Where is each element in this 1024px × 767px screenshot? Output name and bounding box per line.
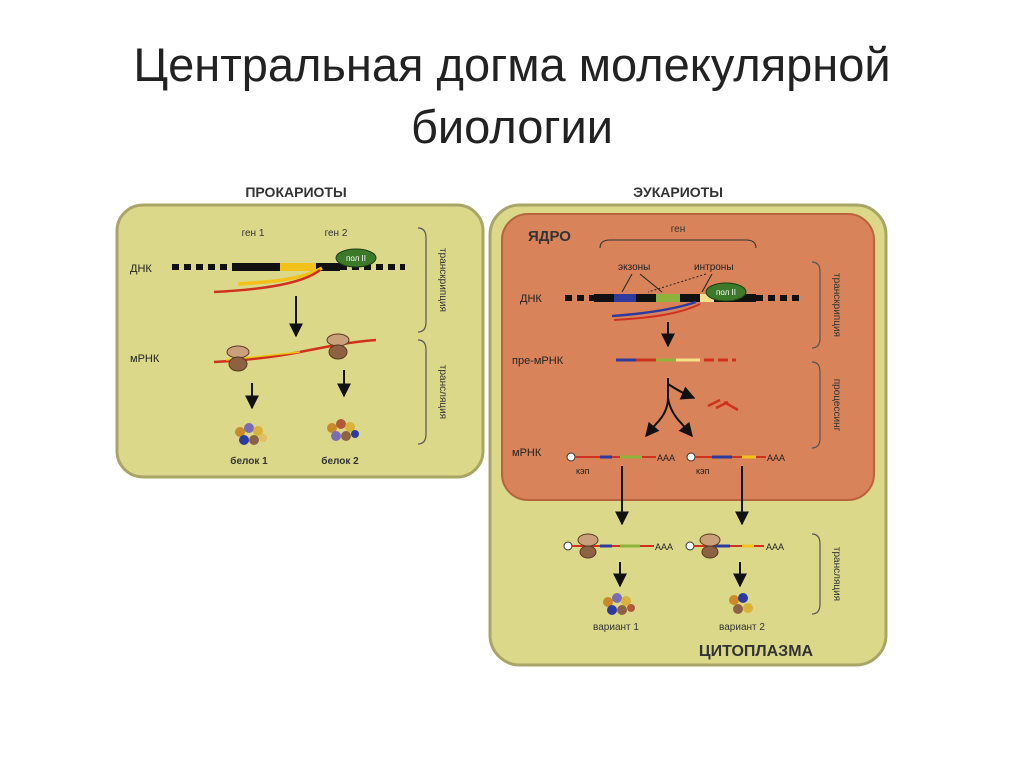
euk-translation-label: трансляция xyxy=(831,547,842,601)
introns-label: интроны xyxy=(694,262,734,273)
transcription-bracket xyxy=(417,227,427,333)
variant2-label: вариант 2 xyxy=(719,622,765,633)
ribosome-icon xyxy=(577,533,599,559)
ribosome-icon xyxy=(226,345,250,372)
title-line-2: биологии xyxy=(410,100,614,153)
transcription-label: транскрипция xyxy=(437,248,448,312)
euk-translation-bracket xyxy=(811,533,821,615)
gene2-label: ген 2 xyxy=(325,228,348,239)
euk-dna-label: ДНК xyxy=(520,293,542,305)
dna-label: ДНК xyxy=(130,263,152,275)
prokaryotes-heading: ПРОКАРИОТЫ xyxy=(245,184,346,200)
exons-label: экзоны xyxy=(618,262,650,273)
polya2-label: AAA xyxy=(767,453,785,463)
mrna-label: мРНК xyxy=(130,353,160,365)
nucleus-label: ЯДРО xyxy=(528,228,571,245)
polya3-label: AAA xyxy=(655,542,673,552)
mrna-variant-1 xyxy=(566,452,656,462)
gene1-label: ген 1 xyxy=(242,228,265,239)
polya4-label: AAA xyxy=(766,542,784,552)
polymerase-label: пол II xyxy=(346,254,366,263)
nucleus xyxy=(501,213,875,501)
processing-label: процессинг xyxy=(831,379,842,432)
gene-label: ген xyxy=(671,224,686,235)
protein-icon xyxy=(235,423,267,445)
translation-label: трансляция xyxy=(437,365,448,419)
eukaryotes-heading: ЭУКАРИОТЫ xyxy=(633,184,723,200)
polya1-label: AAA xyxy=(657,453,675,463)
ribosome-icon xyxy=(326,333,350,360)
excised-introns xyxy=(707,398,739,412)
polymerase-icon: пол II xyxy=(335,248,377,268)
euk-polymerase-label: пол II xyxy=(716,288,736,297)
euk-transcription-bracket xyxy=(811,261,821,349)
cap2-label: кэп xyxy=(696,466,710,476)
protein2-label: белок 2 xyxy=(321,455,359,467)
title-line-1: Центральная догма молекулярной xyxy=(133,38,891,91)
ribosome-icon xyxy=(699,533,721,559)
euk-mrna-label: мРНК xyxy=(512,447,542,459)
processing-arrow-right xyxy=(667,397,693,438)
exon-intron-pointers xyxy=(621,273,713,293)
translation-bracket xyxy=(417,339,427,445)
protein-variant-1-icon xyxy=(603,593,635,615)
cap1-label: кэп xyxy=(576,466,590,476)
protein-icon xyxy=(327,419,359,441)
mrna-variant-2 xyxy=(686,452,766,462)
protein1-label: белок 1 xyxy=(230,455,268,467)
variant1-label: вариант 1 xyxy=(593,622,639,633)
euk-transcription-label: транскрипция xyxy=(831,273,842,337)
slide-title: Центральная догма молекулярной биологии xyxy=(0,34,1024,158)
cyto-mrna-1 xyxy=(563,541,654,551)
gene-bracket xyxy=(599,239,757,249)
protein-variant-2-icon xyxy=(729,593,753,614)
prokaryote-dna xyxy=(172,263,405,294)
processing-bracket xyxy=(811,361,821,449)
prokaryote-cell xyxy=(115,203,485,479)
processing-arrow-excised xyxy=(667,383,696,400)
pre-mrna-label: пре-мРНК xyxy=(512,355,564,367)
polymerase-icon: пол II xyxy=(705,282,747,302)
cytoplasm-label: ЦИТОПЛАЗМА xyxy=(699,643,814,660)
cyto-mrna-2 xyxy=(685,541,764,551)
